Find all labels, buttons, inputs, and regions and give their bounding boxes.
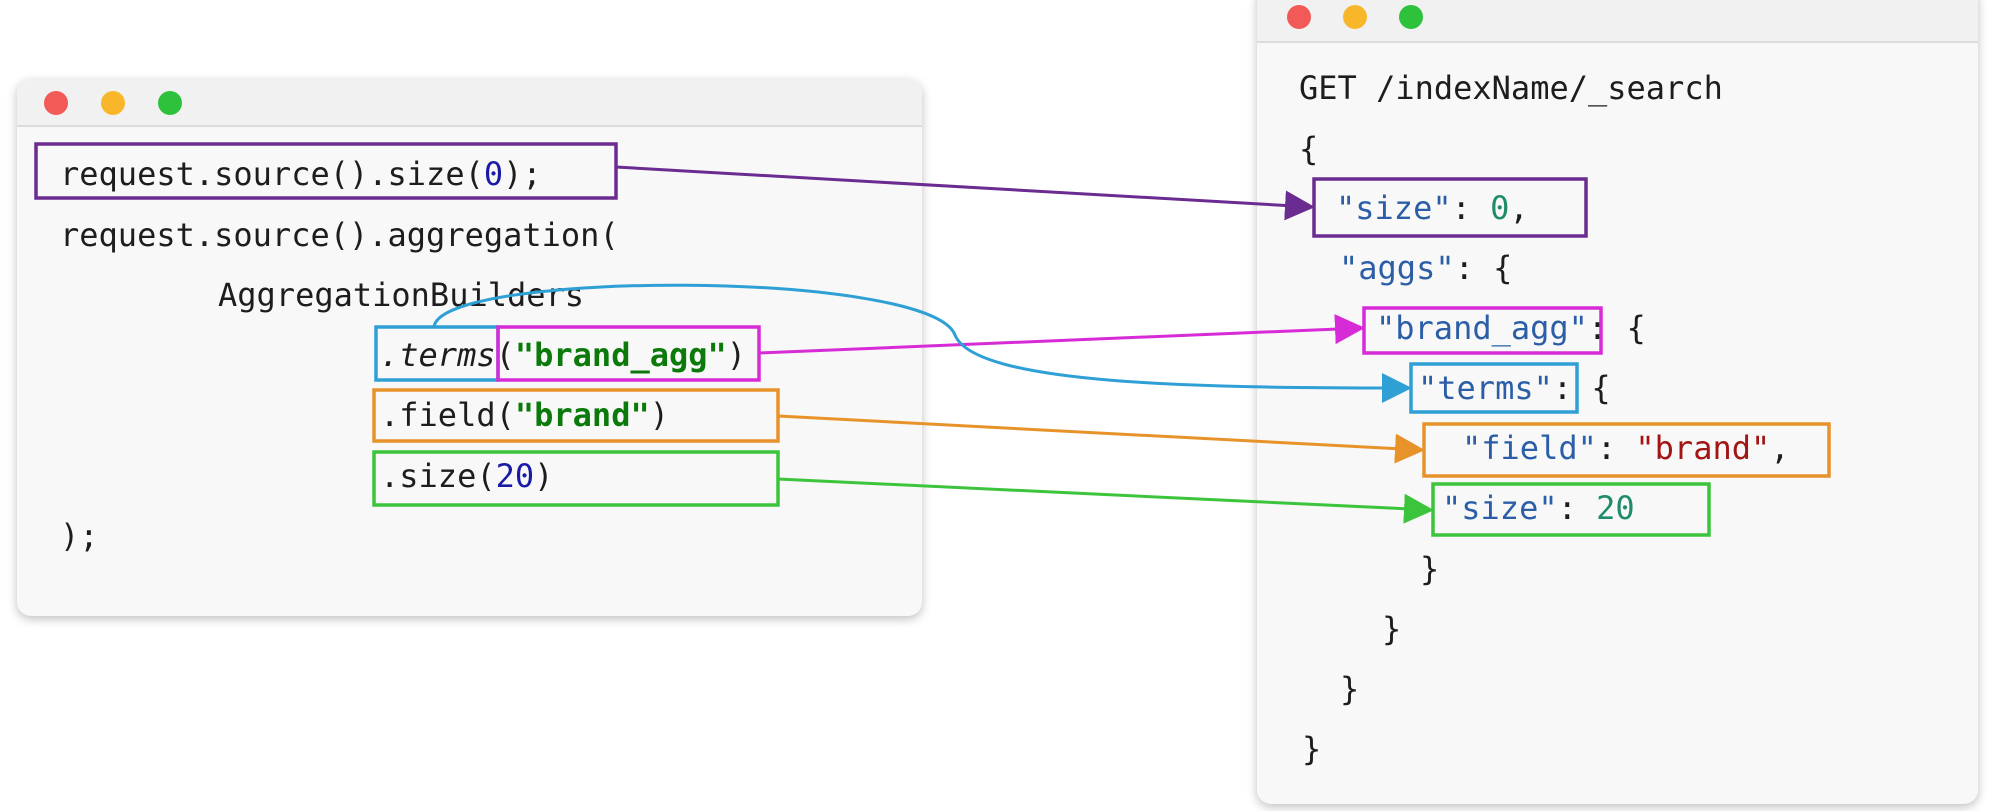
minimize-window-icon[interactable] [1343,5,1367,29]
highlight-field-json [1422,422,1831,478]
json-number: 20 [1596,489,1635,527]
code-line-close: ); [60,517,99,555]
dsl-line-terms: "terms": { [1418,368,1611,408]
java-code-window: request.source().size(0); request.source… [17,79,922,616]
highlight-size0-json [1312,177,1588,238]
dsl-line-close-terms: } [1420,550,1440,588]
json-text: : { [1552,369,1611,407]
code-text: .size( [380,457,496,495]
json-key: "brand_agg" [1376,309,1588,347]
highlight-brand-agg-java [496,325,761,382]
json-text: : [1596,429,1636,467]
arrow-size20 [777,477,1434,524]
json-text: : { [1454,249,1513,287]
code-string: "brand_agg" [514,336,727,374]
dsl-line-open: { [1299,130,1319,168]
code-text: ); [503,155,542,193]
code-text: ) [534,457,554,495]
arrow-size0 [615,165,1315,221]
code-number: 0 [483,155,504,193]
arrow-field [777,414,1425,464]
arrow-brand-agg [758,314,1365,355]
json-key: "field" [1462,429,1597,467]
dsl-line-close-brand-agg: } [1382,610,1402,648]
json-text: : [1451,189,1491,227]
json-text: , [1509,189,1529,227]
code-string: "brand" [514,396,650,434]
dsl-line-close-root: } [1302,730,1322,768]
title-bar [17,79,922,127]
dsl-line-size20: "size": 20 [1442,488,1635,528]
minimize-window-icon[interactable] [101,91,125,115]
code-text: request.source().size( [60,155,484,193]
dsl-line-close-aggs: } [1340,670,1360,708]
code-text: .field( [380,396,515,434]
dsl-code-window: GET /indexName/_search { "size": 0, "agg… [1257,0,1978,804]
highlight-terms-java [374,325,500,382]
json-number: 0 [1490,189,1510,227]
highlight-field-java [372,388,780,443]
highlight-size20-java [372,450,780,507]
highlight-size20-json [1431,482,1711,537]
dsl-line-aggs: "aggs": { [1339,248,1512,288]
arrow-terms [432,283,1412,403]
maximize-window-icon[interactable] [158,91,182,115]
code-line-size: request.source().size(0); [60,154,542,194]
highlight-brand-agg-json [1362,306,1603,355]
code-line-terms: .terms("brand_agg") [380,335,746,375]
dsl-line-brand-agg: "brand_agg": { [1376,308,1646,348]
dsl-line-size: "size": 0, [1336,188,1529,228]
code-number: 20 [495,457,535,495]
code-method: .terms [380,336,496,374]
json-key: "size" [1336,189,1452,227]
close-window-icon[interactable] [44,91,68,115]
json-text: : [1557,489,1597,527]
maximize-window-icon[interactable] [1399,5,1423,29]
json-key: "aggs" [1339,249,1455,287]
highlight-size0-java [34,142,618,200]
code-text: ) [726,336,747,374]
code-text: ( [495,336,515,374]
dsl-line-field: "field": "brand", [1462,428,1790,468]
json-key: "terms" [1418,369,1553,407]
code-line-field: .field("brand") [380,395,669,435]
json-key: "size" [1442,489,1558,527]
code-line-aggregation: request.source().aggregation( [60,216,619,254]
title-bar [1257,0,1978,43]
highlight-terms-json [1409,362,1579,414]
dsl-line-request: GET /indexName/_search [1299,69,1723,107]
json-string: "brand" [1635,429,1771,467]
json-text: , [1770,429,1790,467]
close-window-icon[interactable] [1287,5,1311,29]
code-text: ) [649,396,669,434]
code-line-size20: .size(20) [380,456,553,496]
